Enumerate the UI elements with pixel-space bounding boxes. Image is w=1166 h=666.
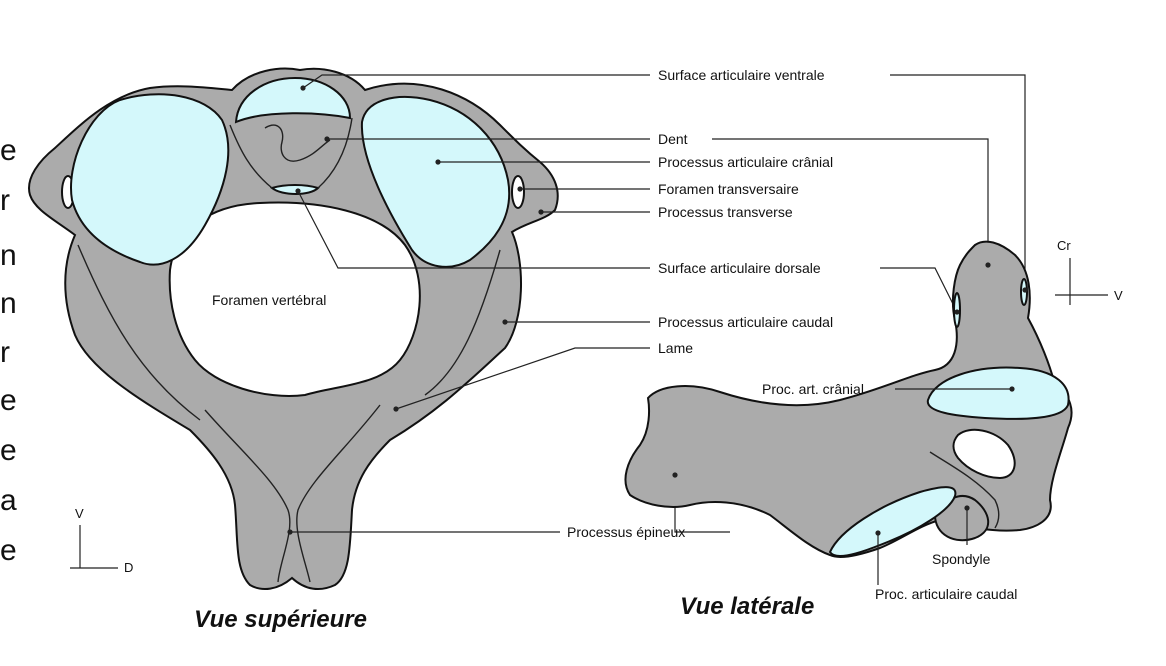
left-cranial-articular-process — [70, 93, 230, 266]
superior-inner-line-b — [317, 117, 353, 189]
side-letter-3: n — [0, 239, 17, 272]
side-letter-7: e — [0, 434, 17, 467]
cropped-side-text: e r n n r e e a e — [0, 134, 17, 567]
label-processus-epineux: Processus épineux — [567, 524, 685, 540]
dot-dent — [324, 136, 330, 142]
label-processus-transverse: Processus transverse — [658, 204, 793, 220]
dot-lateral-dorsal-surface — [954, 309, 960, 315]
lateral-body-line — [929, 451, 1000, 529]
side-letter-9: e — [0, 534, 17, 567]
axis-label-d: D — [124, 560, 133, 575]
dens-outline — [264, 124, 331, 162]
right-transverse-foramen — [511, 175, 525, 209]
dot-transverse-process — [538, 209, 544, 215]
lateral-foramen — [952, 428, 1016, 480]
right-lamina-line — [424, 249, 501, 396]
lateral-cranial-articular-process — [926, 366, 1070, 420]
superior-inner-line-a — [229, 124, 273, 189]
leader-ventral-surface — [302, 74, 650, 89]
label-proc-art-cranial: Proc. art. crânial — [762, 381, 864, 397]
title-vue-laterale: Vue latérale — [680, 593, 814, 620]
dot-cranial-process — [435, 159, 441, 165]
label-dent: Dent — [658, 131, 688, 147]
leader-lame — [395, 347, 650, 410]
label-processus-articulaire-cranial: Processus articulaire crânial — [658, 154, 833, 170]
lateral-leader-lines — [877, 388, 1012, 585]
lateral-caudal-articular-process — [828, 486, 957, 557]
ventral-articular-surface — [234, 76, 352, 124]
dot-ventral-surface — [300, 85, 306, 91]
dot-lateral-caudal-process — [875, 530, 881, 536]
title-vue-superieure: Vue supérieure — [194, 606, 367, 633]
dot-transverse-foramen — [517, 186, 523, 192]
axis-label-cr: Cr — [1057, 238, 1071, 253]
dot-lateral-dent — [985, 262, 991, 268]
lateral-dots — [672, 262, 1028, 536]
dot-lame — [393, 406, 399, 412]
label-processus-articulaire-caudal: Processus articulaire caudal — [658, 314, 833, 330]
side-letter-4: n — [0, 287, 17, 320]
superior-view — [28, 67, 559, 591]
side-letter-2: r — [0, 184, 10, 217]
axis-label-v-lateral: V — [1114, 288, 1123, 303]
left-spine-line — [204, 409, 291, 583]
label-surface-articulaire-ventrale: Surface articulaire ventrale — [658, 67, 825, 83]
axis-label-v: V — [75, 506, 84, 521]
leader-dorsal-surface-lateral — [880, 267, 958, 313]
label-proc-articulaire-caudal: Proc. articulaire caudal — [875, 586, 1017, 602]
side-letter-1: e — [0, 134, 17, 167]
dot-dorsal-surface — [295, 188, 301, 194]
dot-spondyle — [964, 505, 970, 511]
label-foramen-transversaire: Foramen transversaire — [658, 181, 799, 197]
superior-leader-lines — [290, 74, 1026, 533]
side-letter-8: a — [0, 484, 17, 517]
label-surface-articulaire-dorsale: Surface articulaire dorsale — [658, 260, 821, 276]
dot-spinous-process — [287, 529, 293, 535]
lateral-orientation-axes: Cr V — [1055, 238, 1123, 305]
dorsal-articular-surface — [269, 184, 320, 195]
superior-dots — [287, 85, 544, 535]
label-foramen-vertebral: Foramen vertébral — [212, 292, 326, 308]
left-lamina-line — [77, 244, 201, 421]
label-spondyle: Spondyle — [932, 551, 991, 567]
vertebral-foramen — [168, 201, 421, 397]
side-letter-6: e — [0, 384, 17, 417]
label-lame: Lame — [658, 340, 693, 356]
superior-orientation-axes: V D — [70, 506, 133, 575]
dot-lateral-cranial-process — [1009, 386, 1015, 392]
label-column: Surface articulaire ventrale Dent Proces… — [567, 67, 833, 540]
leader-dorsal-surface — [297, 190, 650, 269]
right-spine-line — [296, 404, 381, 583]
dot-lateral-spinous-process — [672, 472, 678, 478]
lateral-view — [624, 240, 1073, 558]
leader-dent-lateral — [712, 138, 989, 265]
dot-caudal-process — [502, 319, 508, 325]
dot-lateral-ventral-surface — [1022, 287, 1028, 293]
side-letter-5: r — [0, 336, 10, 369]
leader-ventral-surface-lateral — [890, 74, 1026, 290]
